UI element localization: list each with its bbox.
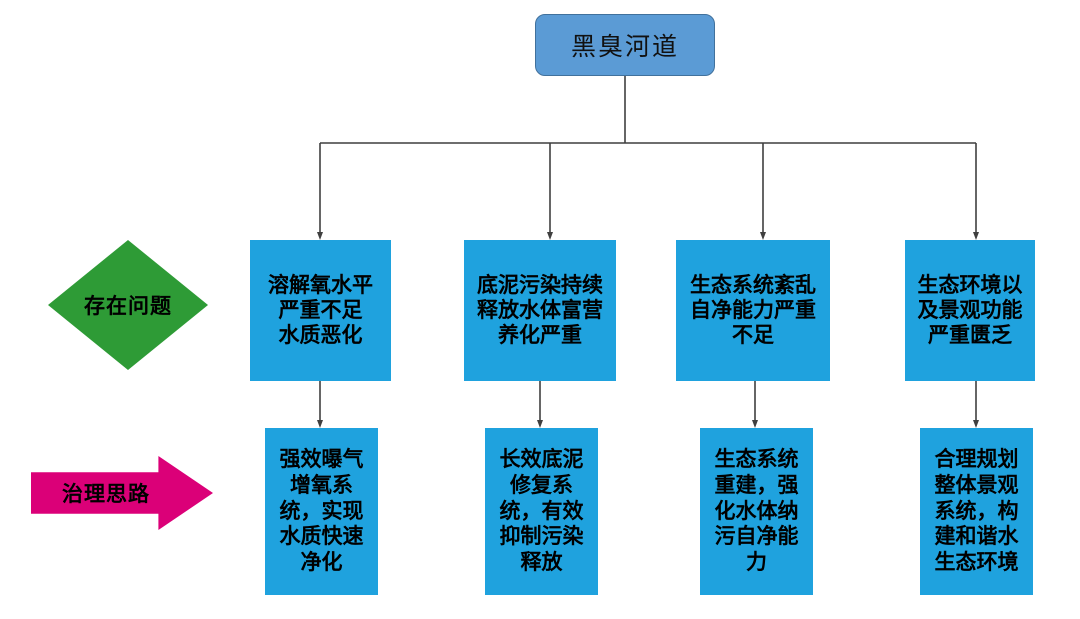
legend-solutions[interactable]: 治理思路 [31, 456, 213, 530]
solution-box-3-label: 生态系统 重建，强 化水体纳 污自净能 力 [714, 447, 799, 574]
solution-box-4[interactable]: 合理规划 整体景观 系统，构 建和谐水 生态环境 [920, 428, 1033, 595]
problem-box-4-label: 生态环境以 及景观功能 严重匮乏 [917, 273, 1023, 347]
problem-box-4[interactable]: 生态环境以 及景观功能 严重匮乏 [905, 240, 1035, 381]
problem-box-3-label: 生态系统紊乱 自净能力严重 不足 [690, 273, 816, 347]
problem-box-2-label: 底泥污染持续 释放水体富营 养化严重 [477, 273, 603, 347]
legend-problems[interactable]: 存在问题 [48, 240, 208, 370]
root-node[interactable]: 黑臭河道 [535, 14, 715, 76]
solution-box-1-label: 强效曝气 增氧系 统，实现 水质快速 净化 [279, 447, 364, 574]
solution-box-4-label: 合理规划 整体景观 系统，构 建和谐水 生态环境 [934, 447, 1019, 574]
solution-box-2[interactable]: 长效底泥 修复系 统，有效 抑制污染 释放 [485, 428, 598, 595]
problem-box-3[interactable]: 生态系统紊乱 自净能力严重 不足 [676, 240, 830, 381]
legend-solutions-label: 治理思路 [62, 482, 150, 506]
problem-box-1-label: 溶解氧水平 严重不足 水质恶化 [268, 273, 373, 347]
solution-box-1[interactable]: 强效曝气 增氧系 统，实现 水质快速 净化 [265, 428, 378, 595]
problem-box-2[interactable]: 底泥污染持续 释放水体富营 养化严重 [464, 240, 616, 381]
problem-box-1[interactable]: 溶解氧水平 严重不足 水质恶化 [250, 240, 391, 381]
solution-box-3[interactable]: 生态系统 重建，强 化水体纳 污自净能 力 [700, 428, 813, 595]
legend-problems-label: 存在问题 [84, 294, 172, 318]
root-node-label: 黑臭河道 [570, 32, 679, 61]
solution-box-2-label: 长效底泥 修复系 统，有效 抑制污染 释放 [499, 447, 584, 574]
